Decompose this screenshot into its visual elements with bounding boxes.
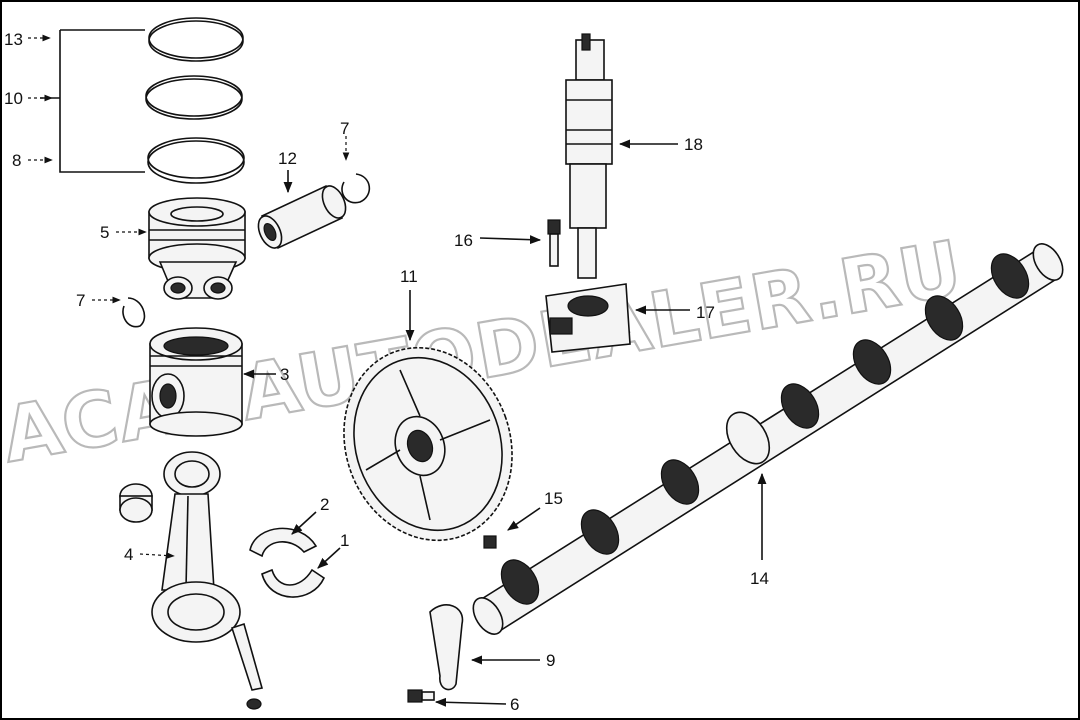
piston-ring-10	[145, 75, 243, 120]
injector-clamp-17	[545, 283, 631, 353]
callout-labels: 13 10 8 12 7 5 7 3 2 1 4 11 16 18 17 15 …	[4, 30, 769, 714]
injector-18	[565, 33, 613, 279]
callout-18: 18	[684, 135, 703, 154]
thrust-plate-9	[429, 604, 464, 691]
leader-lines	[28, 34, 767, 707]
callout-15: 15	[544, 489, 563, 508]
circlip-7-upper	[341, 173, 371, 204]
callout-6: 6	[510, 695, 519, 714]
camshaft-gear-11	[343, 346, 513, 542]
small-end-bush	[119, 483, 153, 523]
callout-4: 4	[124, 545, 133, 564]
connecting-rod-4	[151, 451, 264, 710]
callout-2: 2	[320, 495, 329, 514]
callout-11: 11	[400, 267, 418, 286]
ring-group-bracket	[40, 29, 145, 173]
callout-5: 5	[100, 223, 109, 242]
callout-3: 3	[280, 365, 289, 384]
callout-10: 10	[4, 89, 23, 108]
piston-ring-8	[147, 137, 245, 184]
piston-5	[148, 197, 246, 300]
callout-17: 17	[696, 303, 715, 322]
piston-3	[149, 327, 243, 437]
callout-13: 13	[4, 30, 23, 49]
callout-16: 16	[454, 231, 473, 250]
piston-ring-13	[148, 17, 244, 62]
bearing-shell-2	[249, 527, 318, 558]
dowel-15	[483, 535, 497, 549]
callout-7-lower: 7	[76, 291, 85, 310]
camshaft-14	[472, 243, 1064, 635]
callout-7-upper: 7	[340, 119, 349, 138]
circlip-7-lower	[122, 297, 146, 328]
callout-1: 1	[340, 531, 349, 550]
bolt-6	[407, 689, 435, 703]
bearing-shell-1	[261, 568, 326, 598]
piston-pin-12	[257, 184, 347, 250]
callout-8: 8	[12, 151, 21, 170]
callout-9: 9	[546, 651, 555, 670]
callout-14: 14	[750, 569, 769, 588]
callout-12: 12	[278, 149, 297, 168]
bolt-16	[547, 219, 561, 267]
